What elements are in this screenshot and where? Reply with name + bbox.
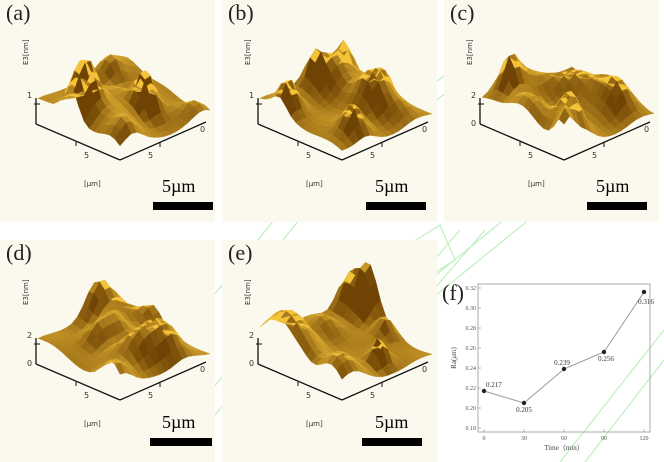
scale-bar: [362, 438, 422, 446]
afm-axes: [34, 338, 207, 401]
afm-surface-plot: E3[nm] 1 0 5 5 [µm]: [22, 39, 211, 188]
y-tick-label: 0.26: [466, 346, 477, 352]
panel-label: (b): [228, 0, 254, 25]
unit-label: [µm]: [528, 180, 545, 188]
z-axis-label: E3[nm]: [22, 39, 30, 65]
z-tick-label: 2: [249, 331, 254, 340]
panel-label: (d): [6, 240, 32, 265]
afm-panel-c: E3[nm] 2 0 0 5 5 [µm] (c): [444, 0, 659, 222]
data-label: 0.239: [554, 359, 570, 367]
x-tick-label: 30: [521, 436, 527, 442]
z-axis-label: E3[nm]: [22, 279, 30, 305]
x-tick-label: 90: [601, 436, 607, 442]
y-tick-label: 5: [370, 151, 375, 160]
z-tick-label: 1: [27, 91, 32, 100]
y-tick-label: 5: [148, 151, 153, 160]
x-tick-label: 5: [528, 151, 533, 160]
x-tick-label: 0: [483, 436, 486, 442]
corner-tick-label: 0: [422, 365, 427, 374]
z-tick-zero: 0: [249, 359, 254, 368]
y-tick-label: 0.18: [466, 426, 477, 432]
x-axis-label: Time（min）: [544, 444, 583, 452]
data-label: 0.256: [598, 355, 614, 363]
z-tick-label: 2: [471, 91, 476, 100]
z-axis-label: E3[nm]: [466, 39, 474, 65]
afm-surface: [37, 279, 211, 379]
z-tick-zero: 0: [27, 359, 32, 368]
roughness-chart-panel: 0.18 0.20 0.22 0.24 0.26 0.28 0.30 0.32 0 30 60 90 1…: [440, 270, 660, 462]
y-axis-label: Ra(μm): [450, 347, 458, 369]
scale-bar: [587, 202, 647, 210]
afm-panel-b: E3[nm] 1 0 5 5 [µm] (b): [222, 0, 437, 222]
corner-tick-label: 0: [422, 125, 427, 134]
z-axis-label: E3[nm]: [244, 39, 252, 65]
data-label: 0.316: [638, 298, 654, 306]
scale-bar-label: 5µm: [375, 176, 409, 196]
y-tick-label: 0.30: [466, 306, 477, 312]
afm-surface-plot: E3[nm] 1 0 5 5 [µm]: [244, 39, 433, 188]
scale-bar-label: 5µm: [162, 176, 196, 196]
x-tick-label: 60: [561, 436, 567, 442]
y-tick-label: 0.32: [466, 286, 477, 292]
afm-surface: [481, 53, 655, 138]
scale-bar-label: 5µm: [162, 412, 196, 432]
x-tick-label: 5: [84, 151, 89, 160]
unit-label: [µm]: [306, 420, 323, 428]
corner-tick-label: 0: [200, 365, 205, 374]
afm-axes: [478, 98, 651, 161]
afm-panel-d: E3[nm] 2 0 0 5 5 [µm] (d): [0, 240, 215, 462]
data-label: 0.217: [486, 381, 502, 389]
panel-label: (f): [442, 280, 464, 305]
afm-surface: [259, 262, 433, 380]
y-tick-label: 0.24: [466, 366, 477, 372]
data-point: [601, 349, 607, 355]
corner-tick-label: 0: [644, 125, 649, 134]
x-tick-label: 5: [84, 391, 89, 400]
x-tick-label: 120: [640, 436, 649, 442]
panel-label: (e): [228, 240, 253, 265]
unit-label: [µm]: [84, 180, 101, 188]
series-line: [483, 291, 645, 404]
data-point: [521, 400, 527, 406]
afm-axes: [34, 98, 207, 161]
y-tick-label: 5: [148, 391, 153, 400]
scale-bar: [366, 202, 426, 210]
roughness-line-chart: 0.18 0.20 0.22 0.24 0.26 0.28 0.30 0.32 0 30 60 90 1…: [450, 283, 654, 452]
afm-surface-plot: E3[nm] 2 0 0 5 5 [µm]: [466, 39, 655, 188]
z-tick-label: 1: [249, 91, 254, 100]
y-tick-label: 0.20: [466, 406, 477, 412]
afm-surface-plot: E3[nm] 2 0 0 5 5 [µm]: [244, 262, 433, 428]
data-label: 0.205: [516, 406, 532, 414]
z-tick-label: 2: [27, 331, 32, 340]
y-tick-label: 5: [592, 151, 597, 160]
afm-surface-plot: E3[nm] 2 0 0 5 5 [µm]: [22, 279, 211, 428]
afm-surface: [37, 54, 211, 147]
unit-label: [µm]: [84, 420, 101, 428]
z-axis-label: E3[nm]: [244, 279, 252, 305]
afm-panel-e: E3[nm] 2 0 0 5 5 [µm] (e): [222, 240, 437, 462]
data-point: [481, 388, 487, 394]
unit-label: [µm]: [306, 180, 323, 188]
panel-label: (c): [450, 0, 475, 25]
y-tick-label: 5: [370, 391, 375, 400]
scale-bar-label: 5µm: [375, 412, 409, 432]
scale-bar: [153, 202, 213, 210]
y-tick-label: 0.28: [466, 326, 477, 332]
afm-axes: [256, 338, 429, 401]
afm-axes: [256, 98, 429, 161]
z-tick-zero: 0: [471, 119, 476, 128]
scale-bar-label: 5µm: [596, 176, 630, 196]
afm-surface: [259, 39, 433, 151]
scale-bar: [150, 438, 212, 446]
data-point: [641, 289, 647, 295]
corner-tick-label: 0: [200, 125, 205, 134]
plot-frame: [477, 283, 651, 433]
y-tick-label: 0.22: [466, 386, 477, 392]
x-tick-label: 5: [306, 151, 311, 160]
x-tick-label: 5: [306, 391, 311, 400]
panel-label: (a): [6, 0, 31, 25]
afm-panel-a: E3[nm] 1 0 5 5 [µm] (a): [0, 0, 215, 222]
data-point: [561, 366, 567, 372]
